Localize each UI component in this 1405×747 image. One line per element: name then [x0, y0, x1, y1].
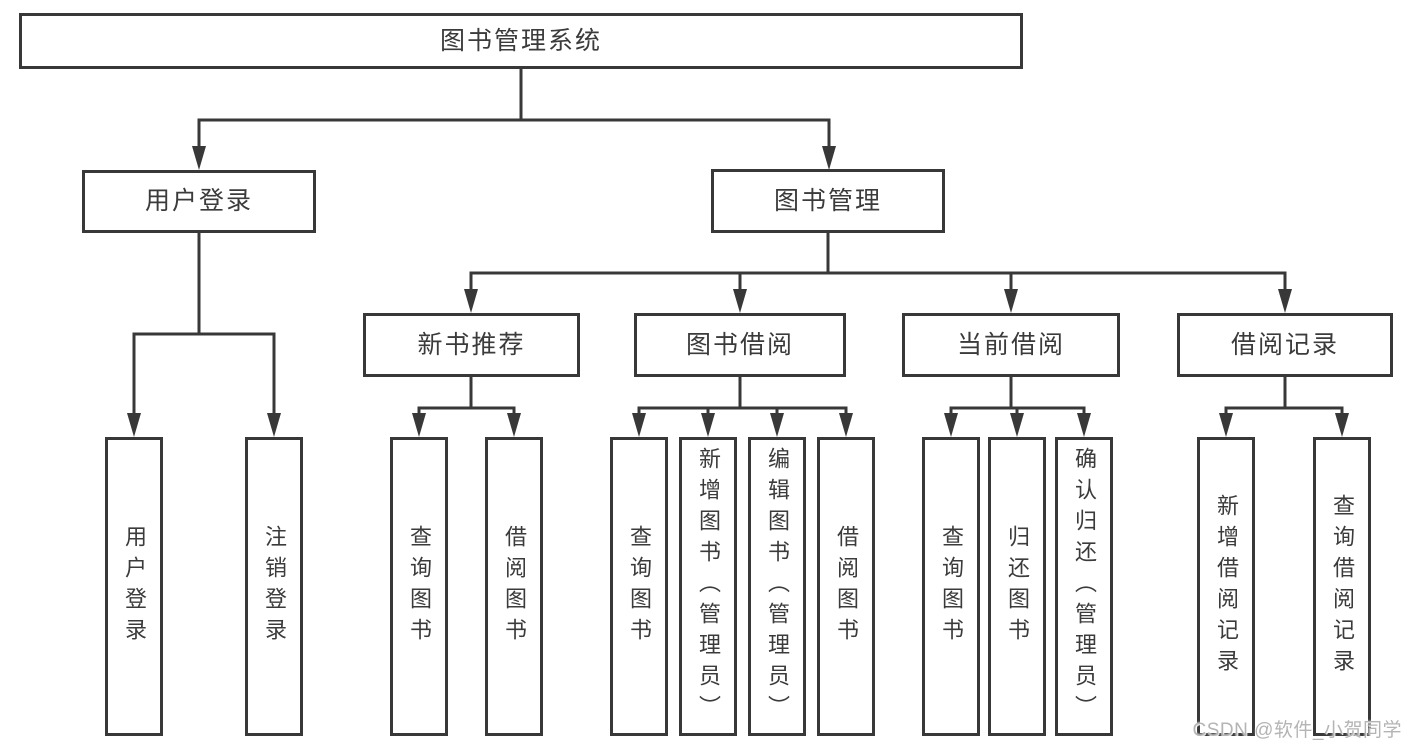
arrowhead-icon [507, 413, 521, 437]
node-borrow-records: 借阅记录 [1177, 313, 1393, 377]
connector-new-books [417, 377, 516, 415]
arrowhead-icon [770, 413, 784, 437]
connector-borrow-records [1224, 377, 1344, 415]
leaf-current-confirm-return-admin: 确认归还（管理员） [1055, 437, 1113, 736]
leaf-user-login: 用户登录 [105, 437, 163, 736]
connector-book-mgmt [469, 233, 1287, 291]
connector-user-login [132, 233, 276, 415]
arrowhead-icon [1077, 413, 1091, 437]
node-new-book-recommend: 新书推荐 [363, 313, 580, 377]
arrowhead-icon [839, 413, 853, 437]
arrowhead-icon [1219, 413, 1233, 437]
node-book-borrow: 图书借阅 [634, 313, 846, 377]
node-root-system: 图书管理系统 [19, 13, 1023, 69]
leaf-borrow-edit-books-admin: 编辑图书（管理员） [748, 437, 806, 736]
arrowhead-icon [412, 413, 426, 437]
leaf-logout: 注销登录 [245, 437, 303, 736]
arrowhead-icon [1278, 289, 1292, 313]
watermark: CSDN @软件_小贺同学 [1192, 720, 1402, 741]
leaf-borrow-borrow-books: 借阅图书 [817, 437, 875, 736]
leaf-newbooks-query-books: 查询图书 [390, 437, 448, 736]
arrowheads [127, 146, 1349, 437]
connector-current-borrow [949, 377, 1086, 415]
leaf-borrow-query-books: 查询图书 [610, 437, 668, 736]
arrowhead-icon [632, 413, 646, 437]
arrowhead-icon [267, 413, 281, 437]
connector-root [197, 69, 831, 148]
arrowhead-icon [822, 146, 836, 170]
leaf-borrow-add-books-admin: 新增图书（管理员） [679, 437, 737, 736]
arrowhead-icon [733, 289, 747, 313]
leaf-newbooks-borrow-books: 借阅图书 [485, 437, 543, 736]
connector-paths [132, 69, 1344, 415]
leaf-current-return-books: 归还图书 [988, 437, 1046, 736]
leaf-current-query-books: 查询图书 [922, 437, 980, 736]
arrowhead-icon [701, 413, 715, 437]
leaf-records-query-record: 查询借阅记录 [1313, 437, 1371, 736]
arrowhead-icon [127, 413, 141, 437]
arrowhead-icon [192, 146, 206, 170]
arrowhead-icon [1004, 289, 1018, 313]
arrowhead-icon [944, 413, 958, 437]
arrowhead-icon [1010, 413, 1024, 437]
leaf-records-add-record: 新增借阅记录 [1197, 437, 1255, 736]
arrowhead-icon [1335, 413, 1349, 437]
arrowhead-icon [464, 289, 478, 313]
node-current-borrow: 当前借阅 [902, 313, 1120, 377]
connector-book-borrow [637, 377, 848, 415]
node-user-login: 用户登录 [82, 170, 316, 233]
node-book-management: 图书管理 [711, 169, 945, 233]
